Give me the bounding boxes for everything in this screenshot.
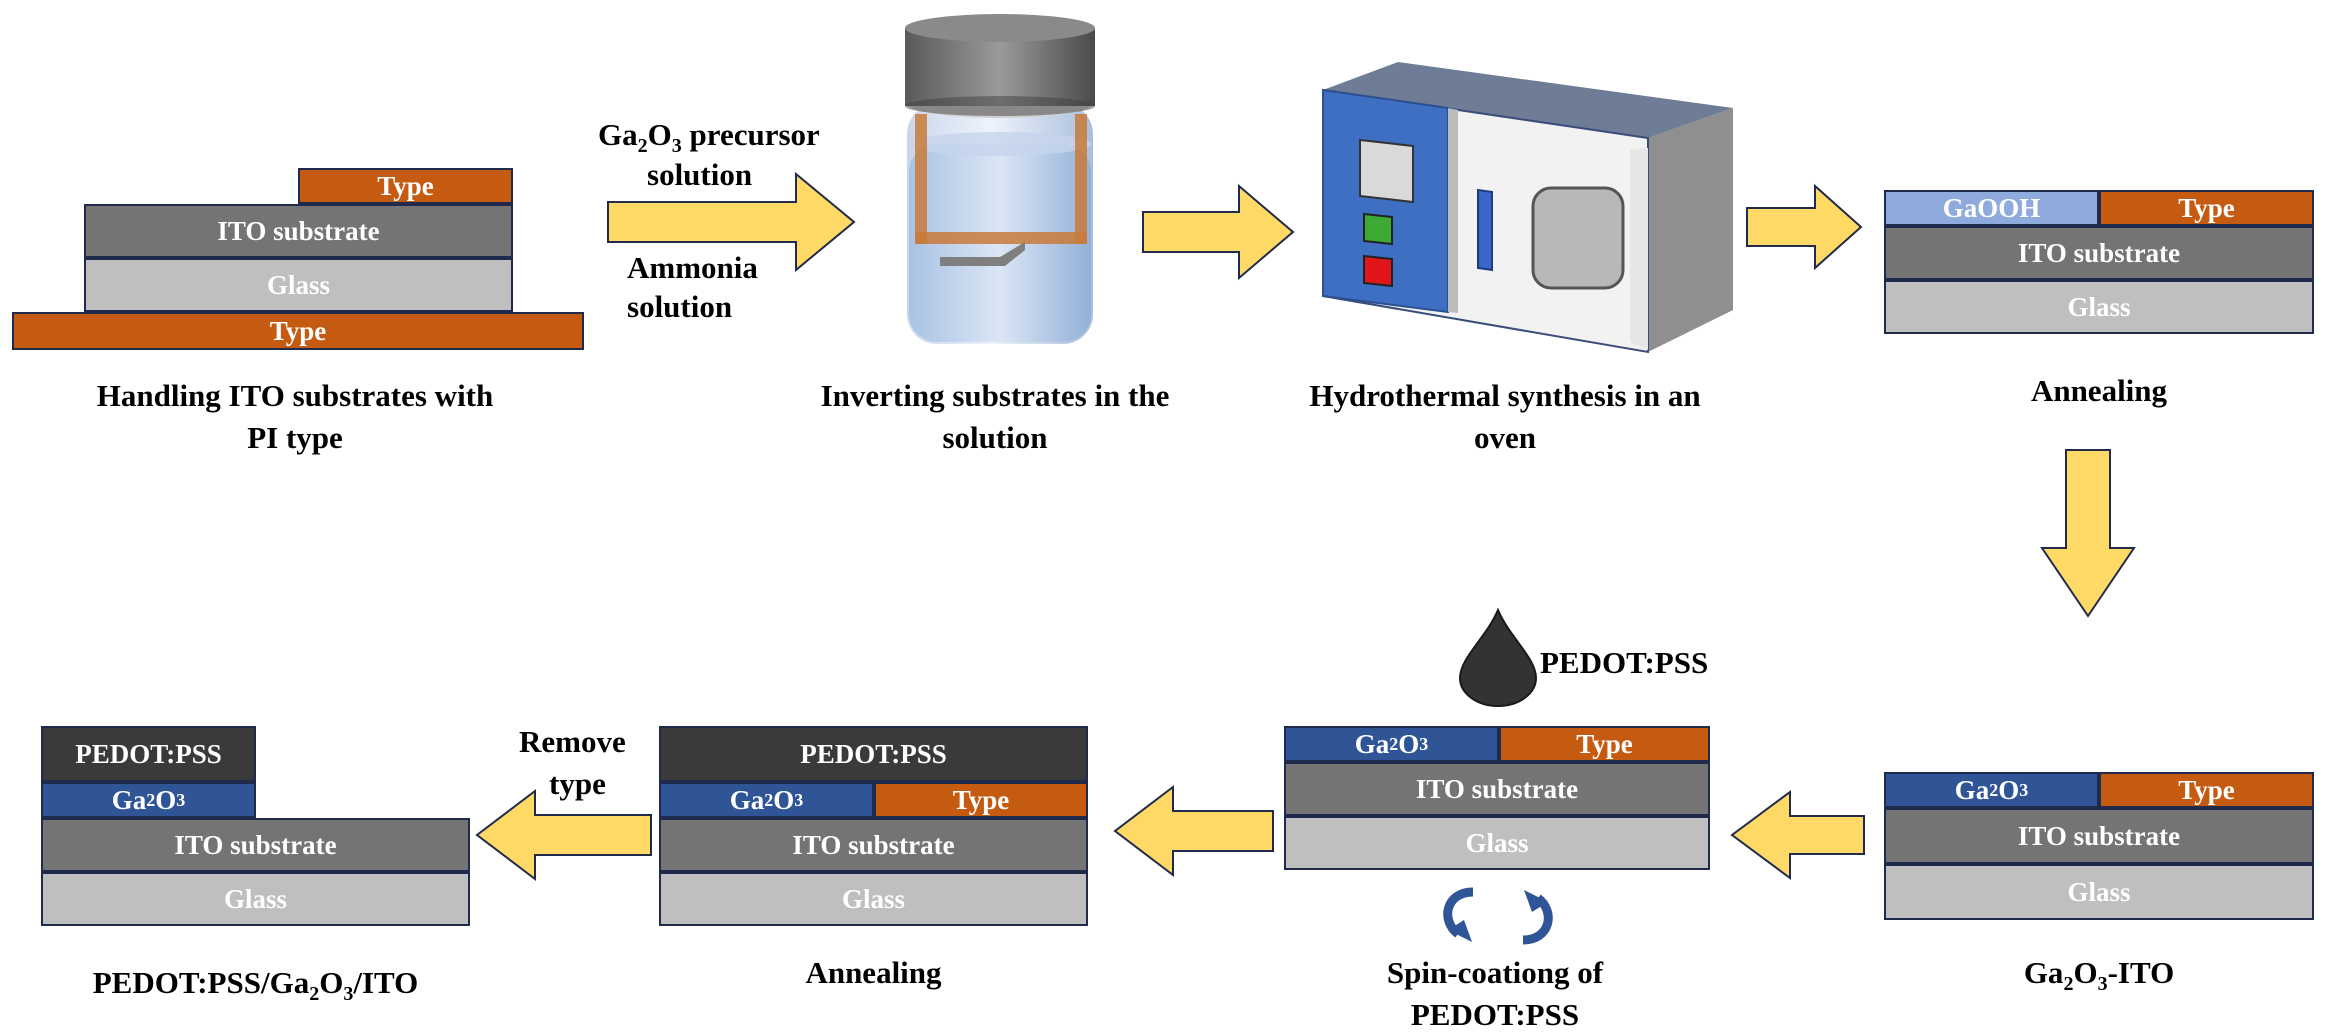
- block-arrow-icon: [1113, 784, 1274, 878]
- droplet-icon: [1458, 607, 1538, 707]
- label-precursor: Ga2O3 precursor: [598, 117, 820, 158]
- caption-annealing-top: Annealing: [2030, 373, 2168, 408]
- layer-glass: Glass: [41, 872, 470, 926]
- layer-ito-substrate: ITO substrate: [1884, 226, 2314, 280]
- layer-glass: Glass: [84, 258, 513, 312]
- caption-inverting: Inverting substrates in the solution: [820, 378, 1170, 455]
- layer-type: Type: [1499, 726, 1710, 762]
- caption-handling: Handling ITO substrates with PI type: [96, 378, 494, 455]
- rotation-arrows-icon: [1443, 887, 1553, 945]
- vial-icon: [905, 14, 1095, 344]
- layer-type-top: Type: [298, 168, 513, 204]
- caption-hydrothermal: Hydrothermal synthesis in an oven: [1309, 378, 1701, 455]
- label-pedot-drop: PEDOT:PSS: [1540, 645, 1709, 680]
- layer-glass: Glass: [659, 872, 1088, 926]
- layer-type: Type: [2099, 190, 2314, 226]
- layer-gaooh: GaOOH: [1884, 190, 2099, 226]
- label-ammonia-solution: solution: [627, 289, 733, 324]
- layer-ito-substrate: ITO substrate: [84, 204, 513, 258]
- label-remove-type: type: [549, 766, 606, 801]
- label-remove: Remove: [519, 724, 626, 759]
- layer-type: Type: [2099, 772, 2314, 808]
- layer-type: Type: [874, 782, 1088, 818]
- layer-ito-substrate: ITO substrate: [1284, 762, 1710, 816]
- layer-ito-substrate: ITO substrate: [1884, 808, 2314, 864]
- layer-glass: Glass: [1284, 816, 1710, 870]
- layer-glass: Glass: [1884, 280, 2314, 334]
- oven-icon: [1322, 62, 1733, 354]
- caption-ga2o3-ito: Ga2O3-ITO: [2023, 955, 2175, 996]
- caption-final: PEDOT:PSS/Ga2O3/ITO: [92, 965, 419, 1006]
- block-arrow-icon: [1142, 183, 1295, 281]
- caption-annealing-bottom: Annealing: [805, 955, 942, 990]
- layer-type-bottom: Type: [12, 312, 584, 350]
- label-ammonia: Ammonia: [627, 250, 758, 285]
- layer-glass: Glass: [1884, 864, 2314, 920]
- block-arrow-icon: [1746, 183, 1863, 271]
- layer-ito-substrate: ITO substrate: [659, 818, 1088, 872]
- layer-pedot: PEDOT:PSS: [659, 726, 1088, 782]
- layer-ito-substrate: ITO substrate: [41, 818, 470, 872]
- label-precursor-solution: solution: [647, 157, 753, 192]
- caption-spin-coating: Spin-coationg of PEDOT:PSS: [1386, 955, 1604, 1032]
- block-arrow-icon: [475, 788, 652, 882]
- block-arrow-icon: [607, 171, 856, 273]
- block-arrow-icon: [2040, 449, 2136, 618]
- block-arrow-icon: [1730, 790, 1865, 880]
- layer-pedot: PEDOT:PSS: [41, 726, 256, 782]
